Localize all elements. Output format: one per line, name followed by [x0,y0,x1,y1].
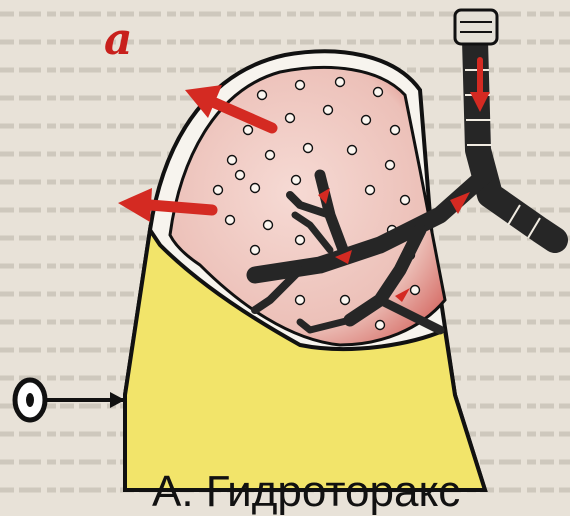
alveolus-dot [296,296,305,305]
alveolus-dot [214,186,223,195]
alveolus-dot [258,91,267,100]
alveolus-dot [336,78,345,87]
hydrothorax-diagram: а А. Гидроторакс [0,0,570,505]
alveolus-dot [362,116,371,125]
alveolus-dot [376,321,385,330]
figure-caption: А. Гидроторакс [152,470,460,514]
diagram-art [0,0,570,505]
alveolus-dot [324,106,333,115]
alveolus-dot [374,88,383,97]
alveolus-dot [296,236,305,245]
alveolus-dot [304,144,313,153]
alveolus-dot [341,296,350,305]
alveolus-dot [386,161,395,170]
alveolus-dot [391,126,400,135]
alveolus-dot [286,114,295,123]
alveolus-dot [348,146,357,155]
alveolus-dot [228,156,237,165]
alveolus-dot [411,286,420,295]
alveolus-dot [296,81,305,90]
alveolus-dot [401,196,410,205]
alveolus-dot [251,184,260,193]
alveolus-dot [236,171,245,180]
panel-label: а [104,18,133,62]
alveolus-dot [251,246,260,255]
alveolus-dot [366,186,375,195]
alveolus-dot [266,151,275,160]
alveolus-dot [244,126,253,135]
trachea-top [455,10,497,44]
alveolus-dot [264,221,273,230]
alveolus-dot [292,176,301,185]
alveolus-dot [226,216,235,225]
